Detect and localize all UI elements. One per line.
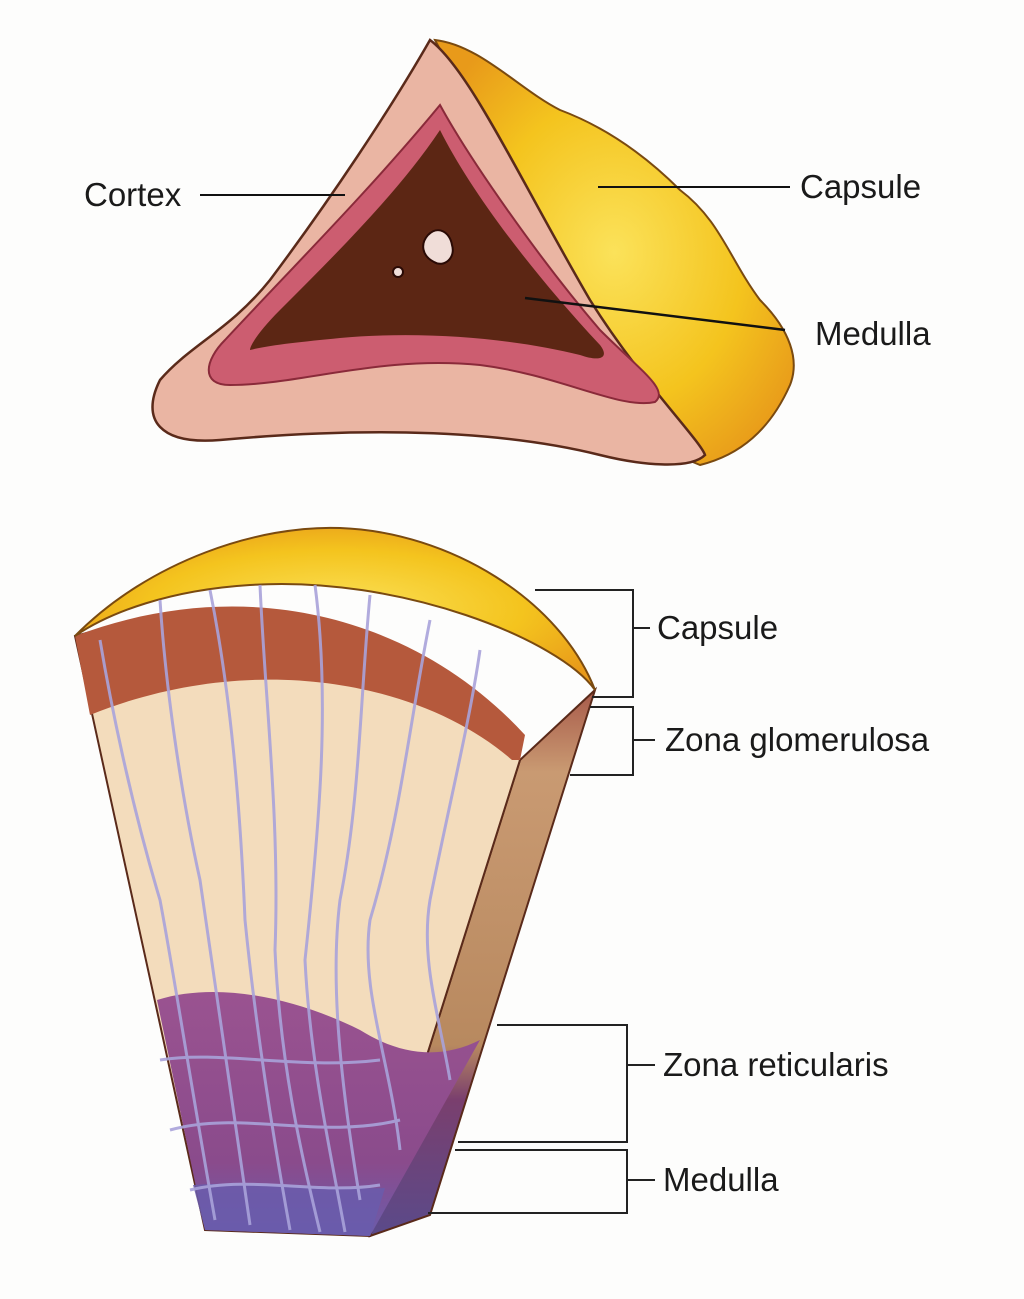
label-cortex: Cortex — [84, 176, 182, 213]
bracket-lines — [428, 589, 655, 1214]
blood-vessels — [98, 584, 482, 1233]
label-medulla-top: Medulla — [815, 315, 931, 352]
medulla-leader-line — [524, 296, 786, 332]
zona-glomerulosa-bracket — [570, 706, 655, 776]
medulla-bracket — [428, 1149, 655, 1214]
capsule-top — [74, 526, 596, 691]
central-vein — [422, 229, 454, 265]
zona-reticularis-bracket — [458, 1024, 655, 1143]
label-medulla-bottom: Medulla — [663, 1161, 779, 1198]
label-capsule-bottom: Capsule — [657, 609, 779, 646]
capsule-bracket — [535, 589, 650, 698]
wedge-section-bottom — [73, 526, 655, 1238]
zona-glomerulosa-band — [75, 606, 525, 760]
label-zona-glomerulosa: Zona glomerulosa — [665, 721, 930, 758]
label-zona-reticularis: Zona reticularis — [663, 1046, 889, 1083]
cross-section-top — [151, 38, 795, 467]
zona-reticularis-band — [157, 991, 480, 1236]
small-vessel — [392, 266, 404, 278]
label-capsule-top: Capsule — [800, 168, 922, 205]
